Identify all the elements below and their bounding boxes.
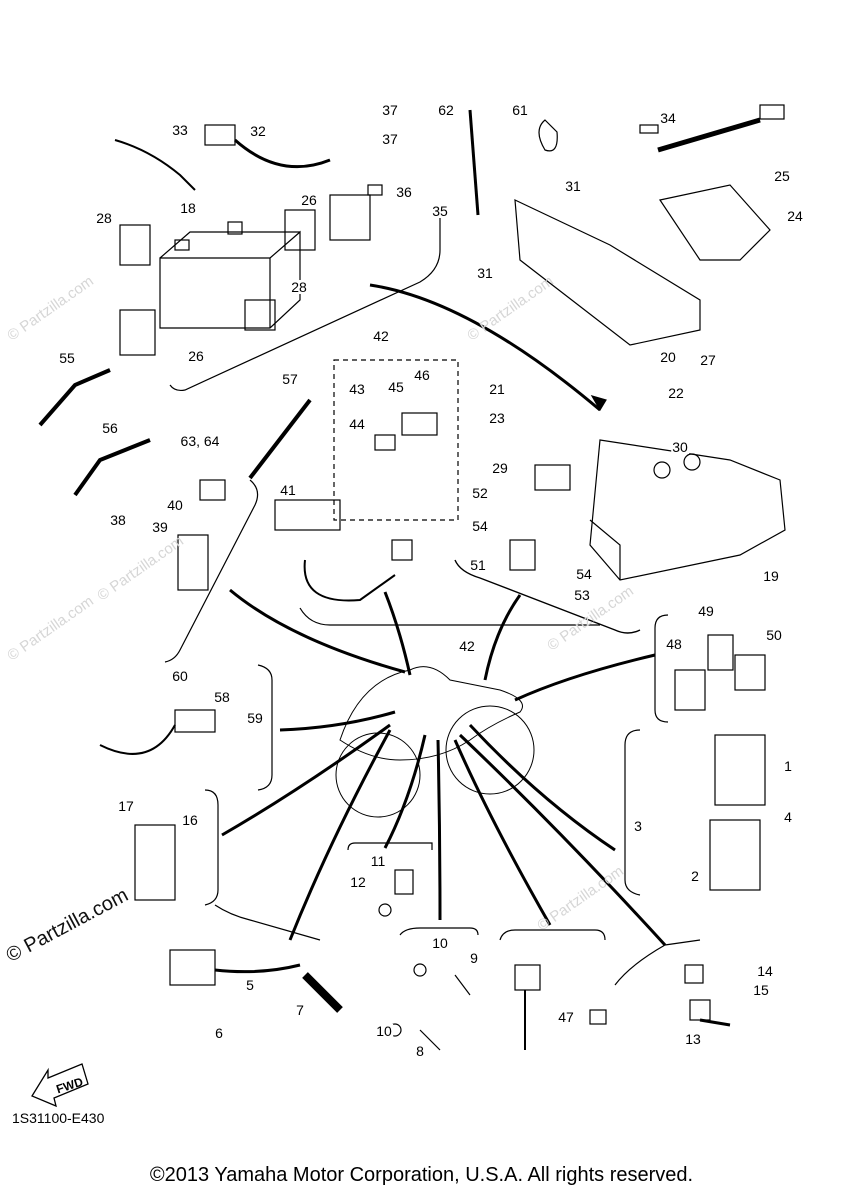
part-callout: 54	[471, 518, 489, 534]
part-callout: 43	[348, 381, 366, 397]
part-callout: 1	[783, 758, 793, 774]
battery-group-bracket	[169, 215, 441, 392]
part-callout: 23	[488, 410, 506, 426]
cdi-group-bracket	[624, 729, 641, 896]
part-callout: 31	[476, 265, 494, 281]
coil-group-bracket	[214, 904, 321, 941]
part-callout: 30	[671, 439, 689, 455]
part-callout: 54	[575, 566, 593, 582]
part-callout: 7	[295, 1002, 305, 1018]
switch-group-bracket	[164, 479, 259, 663]
part-callout: 59	[246, 710, 264, 726]
part-callout: 47	[557, 1009, 575, 1025]
rectifier-group-bracket	[204, 789, 219, 906]
part-callout: 52	[471, 485, 489, 501]
part-callout: 10	[431, 935, 449, 951]
copyright: ©2013 Yamaha Motor Corporation, U.S.A. A…	[149, 1164, 694, 1186]
part-callout: 35	[431, 203, 449, 219]
part-callout: 51	[469, 557, 487, 573]
part-callout: 6	[214, 1025, 224, 1041]
part-callout: 19	[762, 568, 780, 584]
sensor-group-bracket	[257, 664, 273, 791]
part-callout: 41	[279, 482, 297, 498]
battery-to-tray-arrow	[369, 283, 601, 412]
part-callout: 28	[290, 279, 308, 295]
part-callout: 39	[151, 519, 169, 535]
part-callout: 50	[765, 627, 783, 643]
part-callout: 26	[187, 348, 205, 364]
part-callout: 61	[511, 102, 529, 118]
part-callout: 26	[300, 192, 318, 208]
motorcycle-outline	[335, 666, 535, 818]
part-callout: 40	[166, 497, 184, 513]
relay-group-bracket	[654, 614, 669, 723]
part-callout: 11	[369, 853, 387, 869]
fuel-bracket	[499, 929, 606, 941]
part-callout: 29	[491, 460, 509, 476]
part-callout: 9	[469, 950, 479, 966]
part-callout: 10	[375, 1023, 393, 1039]
part-callout: 57	[281, 371, 299, 387]
part-callout: 4	[783, 809, 793, 825]
part-callout: 3	[633, 818, 643, 834]
part-callout: 46	[413, 367, 431, 383]
part-callout: 25	[773, 168, 791, 184]
part-callout: 13	[684, 1031, 702, 1047]
part-callout: 42	[458, 638, 476, 654]
part-callout: 33	[171, 122, 189, 138]
part-callout: 21	[488, 381, 506, 397]
part-callout: 24	[786, 208, 804, 224]
part-callout: 12	[349, 874, 367, 890]
part-callout: 48	[665, 636, 683, 652]
part-callout: 22	[667, 385, 685, 401]
part-callout: 2	[690, 868, 700, 884]
part-callout: 44	[348, 416, 366, 432]
part-callout: 15	[752, 982, 770, 998]
part-callout: 56	[101, 420, 119, 436]
lamp-group-bracket	[299, 607, 600, 626]
tray-group-bracket	[454, 559, 641, 634]
part-callout: 16	[181, 812, 199, 828]
part-callout: 55	[58, 350, 76, 366]
battery-icon	[159, 221, 301, 329]
part-callout: 31	[564, 178, 582, 194]
part-callout: 53	[573, 587, 591, 603]
sensor13-bracket	[614, 939, 701, 986]
part-callout: 18	[179, 200, 197, 216]
part-callout: 27	[699, 352, 717, 368]
part-callout: 8	[415, 1043, 425, 1059]
part-callout: 60	[171, 668, 189, 684]
part-callout: 37	[381, 131, 399, 147]
switch11-bracket	[347, 842, 433, 851]
part-callout: 20	[659, 349, 677, 365]
part-callout: 38	[109, 512, 127, 528]
part-callout: 42	[372, 328, 390, 344]
part-callout: 5	[245, 977, 255, 993]
part-callout: 63, 64	[179, 433, 221, 449]
part-callout: 37	[381, 102, 399, 118]
part-callout: 28	[95, 210, 113, 226]
part-callout: 58	[213, 689, 231, 705]
part-callout: 45	[387, 379, 405, 395]
forward-arrow-icon: FWD	[31, 1063, 89, 1108]
part-callout: 34	[659, 110, 677, 126]
part-callout: 14	[756, 963, 774, 979]
sender-bracket	[399, 927, 479, 936]
part-code: 1S31100-E430	[12, 1110, 105, 1126]
part-callout: 62	[437, 102, 455, 118]
part-callout: 17	[117, 798, 135, 814]
part-callout: 36	[395, 184, 413, 200]
part-callout: 32	[249, 123, 267, 139]
part-callout: 49	[697, 603, 715, 619]
